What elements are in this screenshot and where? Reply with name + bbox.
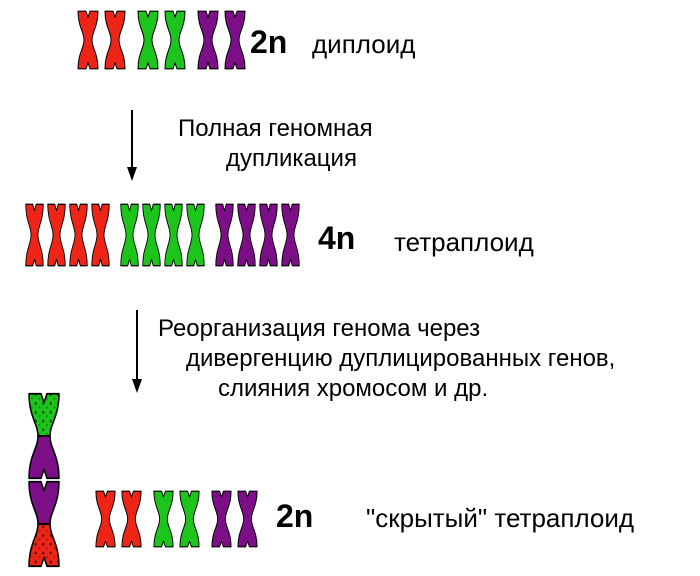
chromosome-purple [259,203,278,267]
chromosome-red [95,490,116,548]
chromosome-group-green [136,10,187,70]
chromosome-group-green [119,203,206,267]
chromosome-purple [237,490,258,548]
chromosome-green [137,10,159,70]
ploidy-label-hidden-tetraploid: 2n [276,498,314,534]
hidden-tetraploid-chromosome-set [94,490,259,548]
ploidy-label-diploid: 2n [250,24,288,60]
chromosome-red [69,203,88,267]
chromosome-purple [224,10,246,70]
stage-name-tetraploid: тетраплоид [394,227,534,257]
chromosome-red [91,203,110,267]
chromosome-purple [215,203,234,267]
arrow-down-icon [132,310,142,393]
chromosome-green [186,203,205,267]
chromosome-red [104,10,126,70]
fused-chromosome-green-purple [28,392,60,480]
tetraploid-chromosome-set [24,203,301,267]
arrow1-caption: Полная геномная дупликация [178,114,373,174]
arrow2-caption-line1: Реорганизация генома через [158,315,481,342]
arrow2-caption-line2: дивергенцию дуплицированных генов, [186,345,616,372]
chromosome-group-red [94,490,143,548]
chromosome-red [77,10,99,70]
chromosome-red [47,203,66,267]
chromosome-purple [197,10,219,70]
fused-chromosome-stack [26,392,62,568]
chromosome-group-red [24,203,111,267]
arrow2-caption: Реорганизация генома через дивергенцию д… [158,314,615,404]
chromosome-green [120,203,139,267]
chromosome-purple [237,203,256,267]
ploidy-label-tetraploid: 4n [318,220,356,256]
chromosome-green [179,490,200,548]
chromosome-purple [211,490,232,548]
stage-name-hidden-tetraploid: "скрытый" тетраплоид [366,503,635,533]
chromosome-group-purple [214,203,301,267]
chromosome-red [25,203,44,267]
chromosome-purple [281,203,300,267]
arrow2-caption-line3: слияния хромосом и др. [218,375,489,402]
chromosome-green [153,490,174,548]
chromosome-group-purple [196,10,247,70]
chromosome-group-green [152,490,201,548]
arrow1-caption-line2: дупликация [226,145,357,172]
chromosome-green [142,203,161,267]
chromosome-group-red [76,10,127,70]
chromosome-group-purple [210,490,259,548]
diploid-chromosome-set [76,10,247,70]
stage-name-diploid: диплоид [312,29,416,59]
arrow1-caption-line1: Полная геномная [178,115,373,142]
arrow-down-icon [127,110,137,181]
chromosome-green [164,10,186,70]
chromosome-red [121,490,142,548]
chromosome-green [164,203,183,267]
fused-chromosome-purple-red [28,480,60,568]
